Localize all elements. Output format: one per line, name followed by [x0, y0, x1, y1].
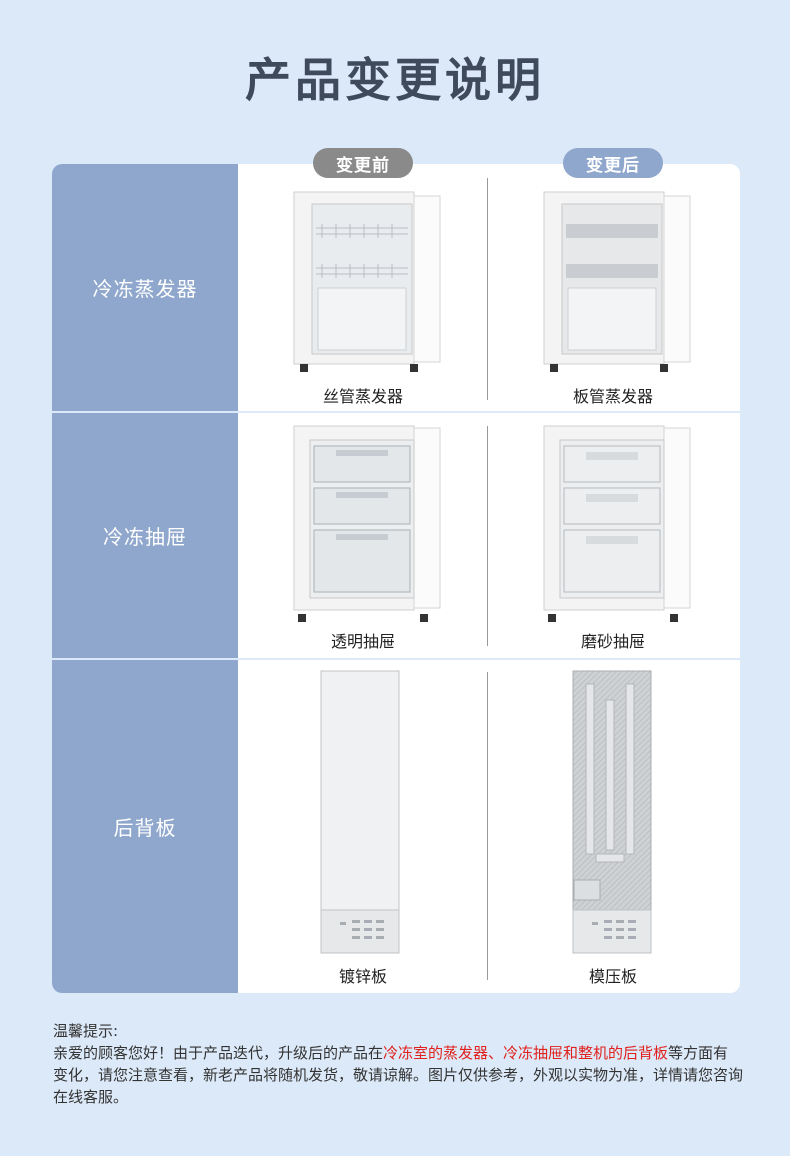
- page-title: 产品变更说明: [245, 53, 545, 107]
- column-divider: [487, 672, 488, 980]
- row-label-drawer: 冷冻抽屉: [103, 525, 187, 549]
- column-divider: [487, 426, 488, 646]
- row-divider: [52, 411, 740, 413]
- notice-text-1: 亲爱的顾客您好！由于产品迭代，升级后的产品在: [53, 1044, 384, 1062]
- column-header-after: 变更后: [563, 148, 663, 178]
- caption-before-drawer: 透明抽屉: [330, 632, 395, 651]
- row-label-column: 冷冻蒸发器 冷冻抽屉 后背板: [52, 164, 238, 993]
- notice-highlight: 冷冻室的蒸发器、冷冻抽屉和整机的后背板: [383, 1044, 669, 1062]
- galvanized-back-panel-image: [320, 670, 400, 954]
- column-divider: [487, 178, 488, 400]
- comparison-table: 冷冻蒸发器 冷冻抽屉 后背板 丝管蒸发器 板管蒸发: [52, 164, 740, 993]
- column-header-before: 变更前: [313, 148, 413, 178]
- caption-before-back-panel: 镀锌板: [338, 967, 387, 986]
- molded-back-panel-image: [572, 670, 652, 954]
- column-headers: 变更前 变更后: [52, 148, 740, 184]
- row-divider: [52, 658, 740, 660]
- caption-after-evaporator: 板管蒸发器: [572, 387, 653, 406]
- plate-evaporator-fridge-image: [543, 191, 691, 372]
- notice: 温馨提示: 亲爱的顾客您好！由于产品迭代，升级后的产品在冷冻室的蒸发器、冷冻抽屉…: [53, 1020, 743, 1108]
- notice-text-2: 等方面有变化，请您注意查看，新老产品将随机发货，敬请谅解。图片仅供参考，外观以实…: [53, 1044, 744, 1106]
- notice-heading: 温馨提示:: [53, 1022, 119, 1040]
- row-label-evaporator: 冷冻蒸发器: [92, 277, 198, 301]
- wire-evaporator-fridge-image: [293, 191, 441, 372]
- transparent-drawer-fridge-image: [293, 425, 441, 622]
- notice-body: 亲爱的顾客您好！由于产品迭代，升级后的产品在冷冻室的蒸发器、冷冻抽屉和整机的后背…: [53, 1042, 743, 1108]
- caption-after-drawer: 磨砂抽屉: [580, 632, 645, 651]
- frosted-drawer-fridge-image: [543, 425, 691, 622]
- caption-after-back-panel: 模压板: [588, 967, 637, 986]
- caption-before-evaporator: 丝管蒸发器: [322, 387, 403, 406]
- row-label-back-panel: 后背板: [113, 816, 177, 840]
